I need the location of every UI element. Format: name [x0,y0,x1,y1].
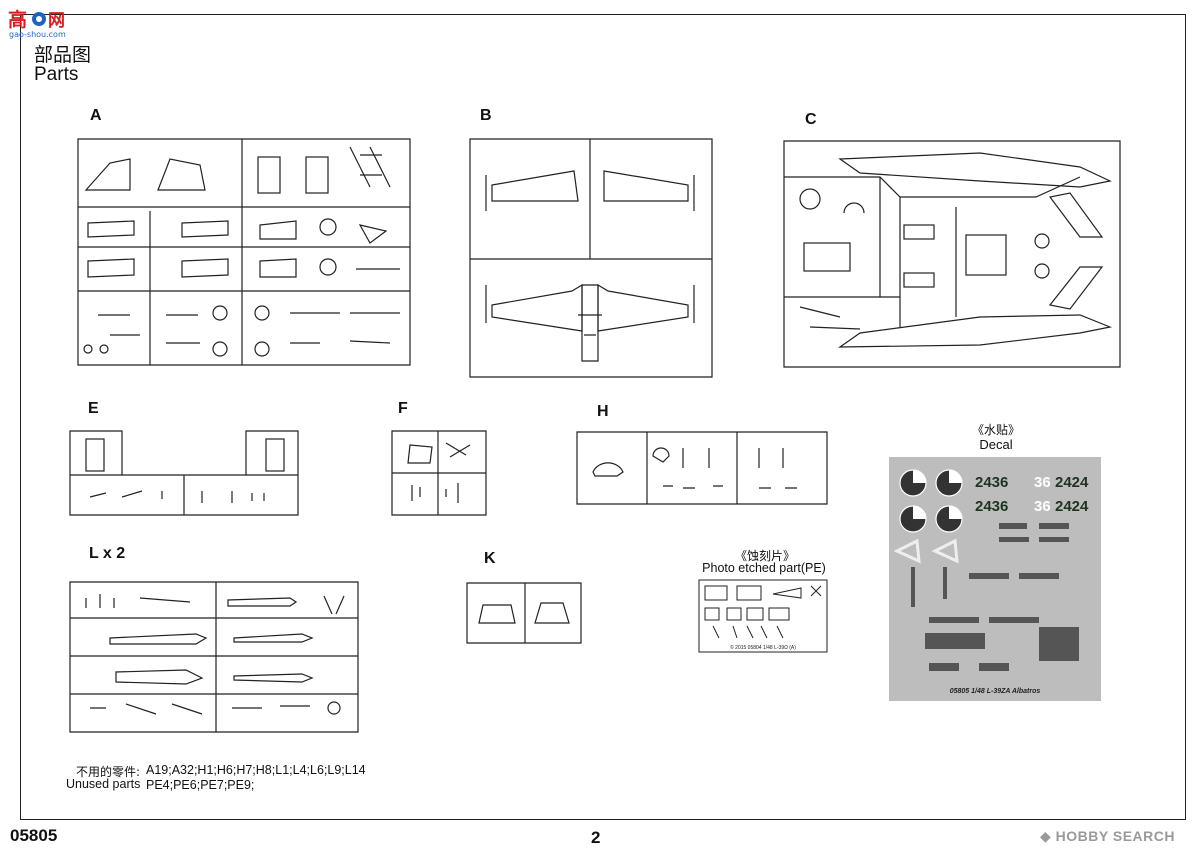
watermark-icon: ◆ [1040,828,1056,844]
sprue-b-diagram [466,135,720,381]
decal-sheet: 2436 36 2424 2436 36 2424 05805 1/48 L-3… [889,457,1101,701]
sprue-label-f: F [398,400,408,417]
decal-code-5: 36 [1034,498,1051,515]
decal-code-2: 36 [1034,474,1051,491]
decal-code-3: 2424 [1055,474,1089,491]
pe-title-cn: 《蚀刻片》 [734,549,795,563]
sprue-label-k: K [484,550,496,567]
decal-sheet-label: 05805 1/48 L-39ZA Albatros [950,688,1041,695]
unused-parts-list-line2: PE4;PE6;PE7;PE9; [146,778,255,792]
sprue-c-diagram [780,137,1126,371]
svg-text:高: 高 [8,8,27,31]
page-number: 2 [591,828,601,847]
page-title: Parts [34,64,79,85]
unused-parts-list-line1: A19;A32;H1;H6;H7;H8;L1;L4;L6;L9;L14 [146,763,366,777]
sprue-l-diagram [66,578,364,736]
decal-title: Decal [979,437,1013,452]
decal-code-1: 2436 [975,474,1008,491]
watermark-brand-text: HOBBY SEARCH [1055,828,1175,844]
site-watermark-logo: 高 网 gao-shou.com [6,6,72,40]
svg-text:gao-shou.com: gao-shou.com [9,30,66,39]
sprue-e-diagram [66,427,302,519]
decal-code-4: 2436 [975,498,1008,515]
sprue-a-diagram [70,135,418,371]
kit-number: 05805 [10,826,58,845]
decal-code-6: 2424 [1055,498,1089,515]
sprue-label-e: E [88,400,99,417]
sprue-label-b: B [480,107,492,124]
sprue-label-h: H [597,403,609,420]
sprue-label-c: C [805,111,817,128]
svg-text:网: 网 [48,11,65,31]
unused-parts-label: Unused parts [66,777,141,791]
sprue-label-l: L x 2 [89,545,126,562]
pe-fret-label: © 2015 05804 1/48 L-39Ω (A) [730,644,796,651]
page-title-cn: 部品图 [34,44,92,66]
hobby-search-watermark: ◆ HOBBY SEARCH [1040,828,1175,845]
unused-parts-label-cn: 不用的零件: [76,765,141,779]
sprue-k-diagram [463,579,585,647]
pe-title: Photo etched part(PE) [702,561,826,575]
page-frame [20,14,1186,820]
sprue-label-a: A [90,107,102,124]
pe-fret-diagram: © 2015 05804 1/48 L-39Ω (A) [697,578,829,654]
sprue-f-diagram [388,427,490,519]
sprue-h-diagram [573,428,831,508]
decal-title-cn: 《水贴》 [971,423,1020,437]
